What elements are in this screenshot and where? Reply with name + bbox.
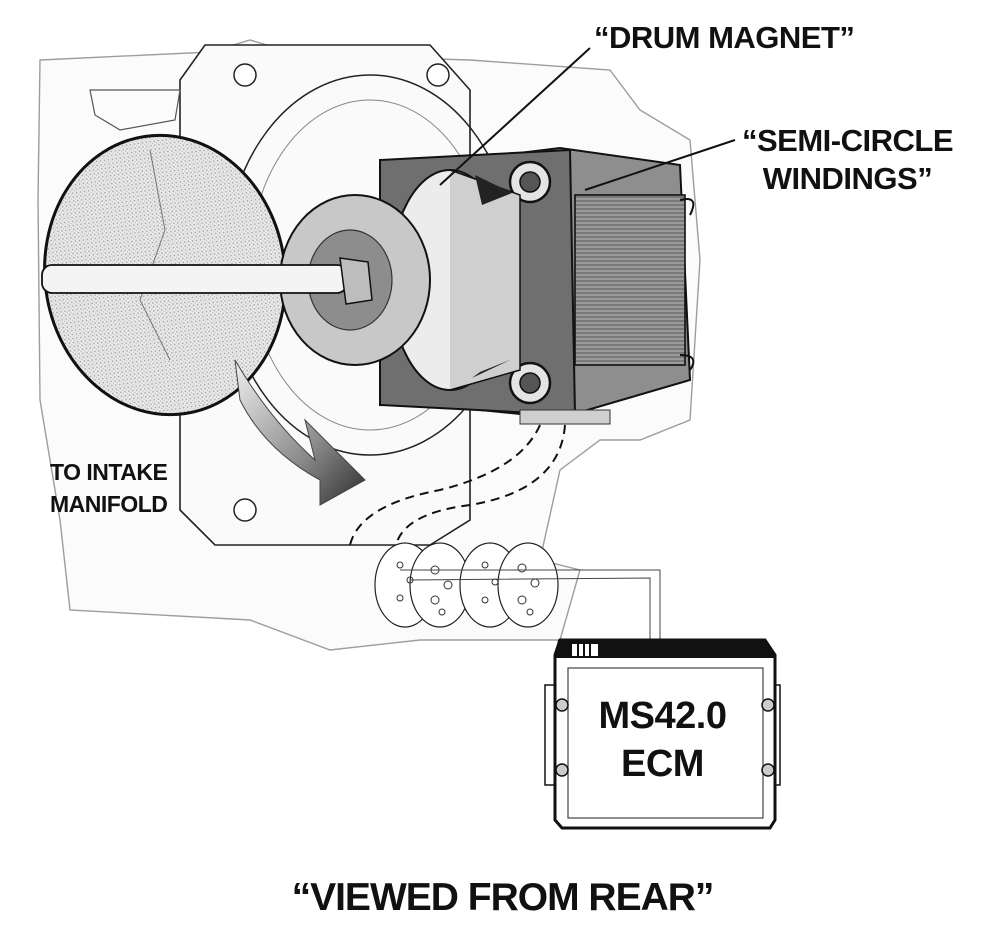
semi-circle-windings xyxy=(574,194,686,366)
block-bolt-hole-inner xyxy=(519,171,541,193)
ecm-header-strip xyxy=(555,640,775,658)
ecm-inner-panel xyxy=(567,667,764,819)
ecm-screw xyxy=(761,763,775,777)
drum-magnet-label: “DRUM MAGNET” xyxy=(594,20,855,55)
ecm-label-line1: MS42.0 xyxy=(598,695,727,737)
semi-circle-label-line1: “SEMI-CIRCLE xyxy=(742,123,954,158)
ecm-wire xyxy=(400,569,661,640)
magnet-wedge xyxy=(472,360,510,378)
view-caption: “VIEWED FROM REAR” xyxy=(291,876,715,919)
ecm-label-line2: ECM xyxy=(621,743,704,785)
block-bolt-hole-inner xyxy=(519,372,541,394)
ecm-connector-ribs xyxy=(577,644,591,656)
flange-bolt-hole xyxy=(233,63,257,87)
intake-label-line1: TO INTAKE xyxy=(50,459,168,485)
wiring-dashed xyxy=(349,424,541,546)
connector-group xyxy=(374,542,559,628)
drum-magnet-leader xyxy=(439,47,591,186)
flange-bolt-hole xyxy=(426,63,450,87)
shaft-nut xyxy=(339,257,373,305)
intake-label-line2: MANIFOLD xyxy=(50,491,168,517)
valve-shaft xyxy=(41,264,348,294)
magnet-wedge xyxy=(475,175,512,205)
ecm-screw xyxy=(555,698,569,712)
wiring-dashed xyxy=(393,424,566,561)
housing-step xyxy=(89,89,181,131)
connector-plug xyxy=(497,542,559,628)
flange-bolt-hole xyxy=(233,498,257,522)
semi-circle-windings-label: “SEMI-CIRCLE WINDINGS” xyxy=(742,122,954,198)
ecm-wire xyxy=(409,577,651,640)
winding-terminal xyxy=(519,409,611,425)
semi-circle-label-line2: WINDINGS” xyxy=(762,161,933,196)
intake-manifold-label: TO INTAKE MANIFOLD xyxy=(50,456,168,520)
winding-wire-end xyxy=(679,354,695,371)
ecm-screw xyxy=(555,763,569,777)
winding-wire-end xyxy=(679,198,695,216)
ecm-screw xyxy=(761,698,775,712)
ecm-case xyxy=(553,638,777,830)
ecm-label: MS42.0 ECM xyxy=(560,692,765,788)
airflow-arrow xyxy=(234,359,366,506)
semi-circle-leader xyxy=(584,139,736,191)
